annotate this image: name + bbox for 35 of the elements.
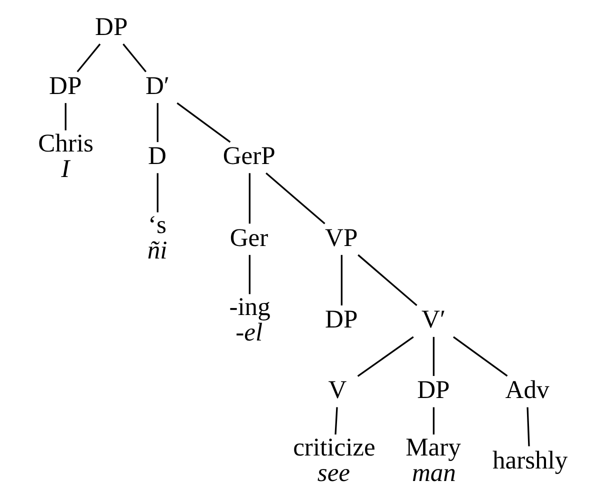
node-text: DP [94, 12, 128, 42]
connector [265, 172, 325, 224]
connector [526, 407, 530, 446]
node-text: Mary man [405, 432, 460, 488]
connector [64, 103, 66, 130]
connector [122, 44, 146, 72]
node-text: Chris I [38, 128, 94, 183]
node-text: Adv [504, 374, 549, 404]
connector [432, 407, 434, 434]
connector [248, 173, 250, 224]
node-text: V′ [421, 304, 446, 334]
node-text: DP [48, 70, 82, 100]
node-text: -ing -el [228, 292, 270, 346]
node-text: criticize see [292, 432, 375, 488]
node-text: VP [324, 222, 358, 252]
node-text: DP [324, 304, 358, 334]
connector [340, 254, 342, 306]
node-text: GerP [222, 141, 275, 170]
connector [334, 407, 338, 435]
connector [156, 173, 158, 212]
node-text: harshly [492, 445, 568, 474]
connector [76, 44, 100, 72]
connector [357, 254, 417, 306]
node-text: Ger [229, 222, 268, 252]
node-text: V [328, 374, 346, 404]
connector [156, 103, 158, 142]
connector [248, 254, 250, 294]
connector [452, 336, 508, 377]
connector [356, 336, 414, 377]
node-text: D [148, 141, 166, 170]
connector [432, 336, 434, 376]
connector [176, 102, 230, 143]
node-text: ‘s ñi [146, 210, 167, 265]
node-text: DP [416, 374, 450, 404]
node-text: D′ [144, 70, 170, 100]
